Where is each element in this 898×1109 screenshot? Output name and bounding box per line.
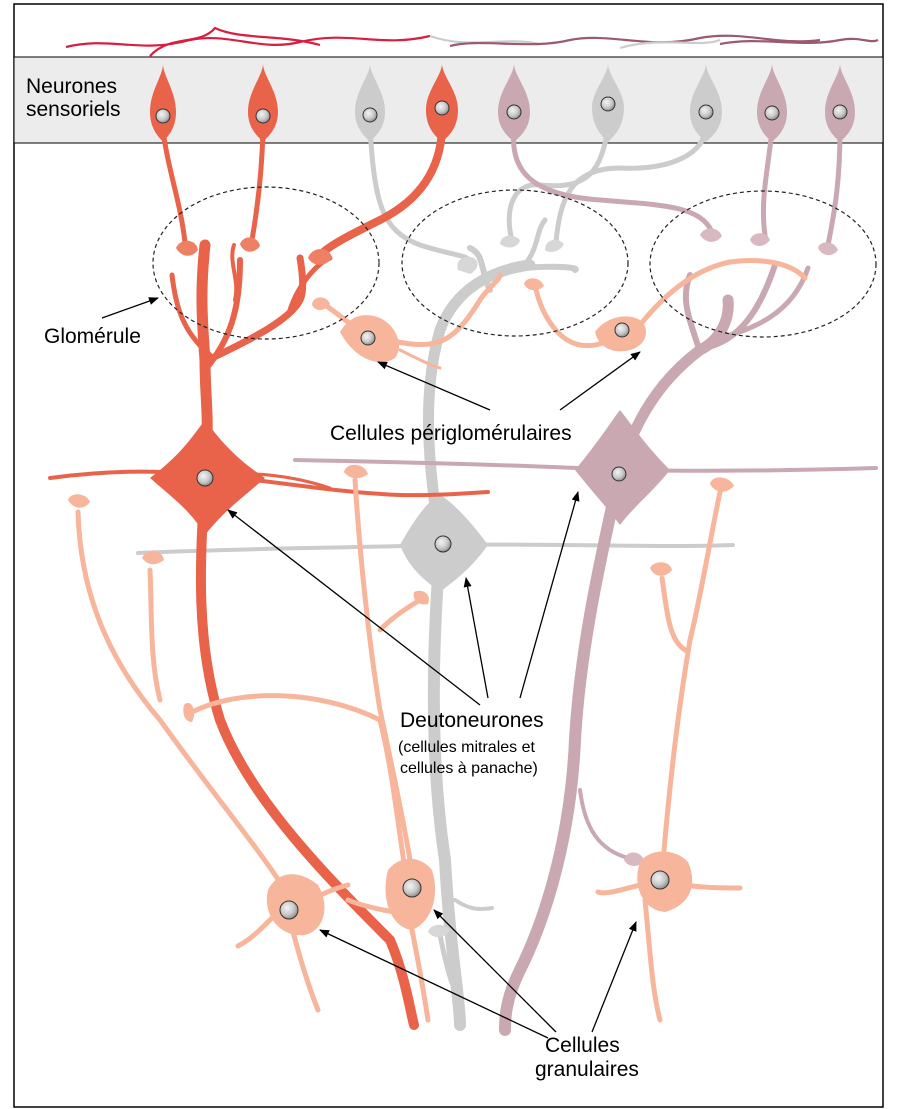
label-sensory-neurons-line2: sensoriels <box>26 98 121 121</box>
label-deutoneurones-note-line2: cellules à panache) <box>400 760 538 777</box>
label-deutoneurones-note-line1: (cellules mitrales et <box>398 739 535 756</box>
label-granular-line1: Cellules <box>545 1034 620 1057</box>
label-deutoneurones: Deutoneurones <box>400 709 544 732</box>
label-periglomerular: Cellules périglomérulaires <box>330 422 572 445</box>
label-granular-line2: granulaires <box>535 1058 639 1081</box>
label-sensory-neurons-line1: Neurones <box>26 75 117 98</box>
label-glomerule: Glomérule <box>44 325 141 348</box>
